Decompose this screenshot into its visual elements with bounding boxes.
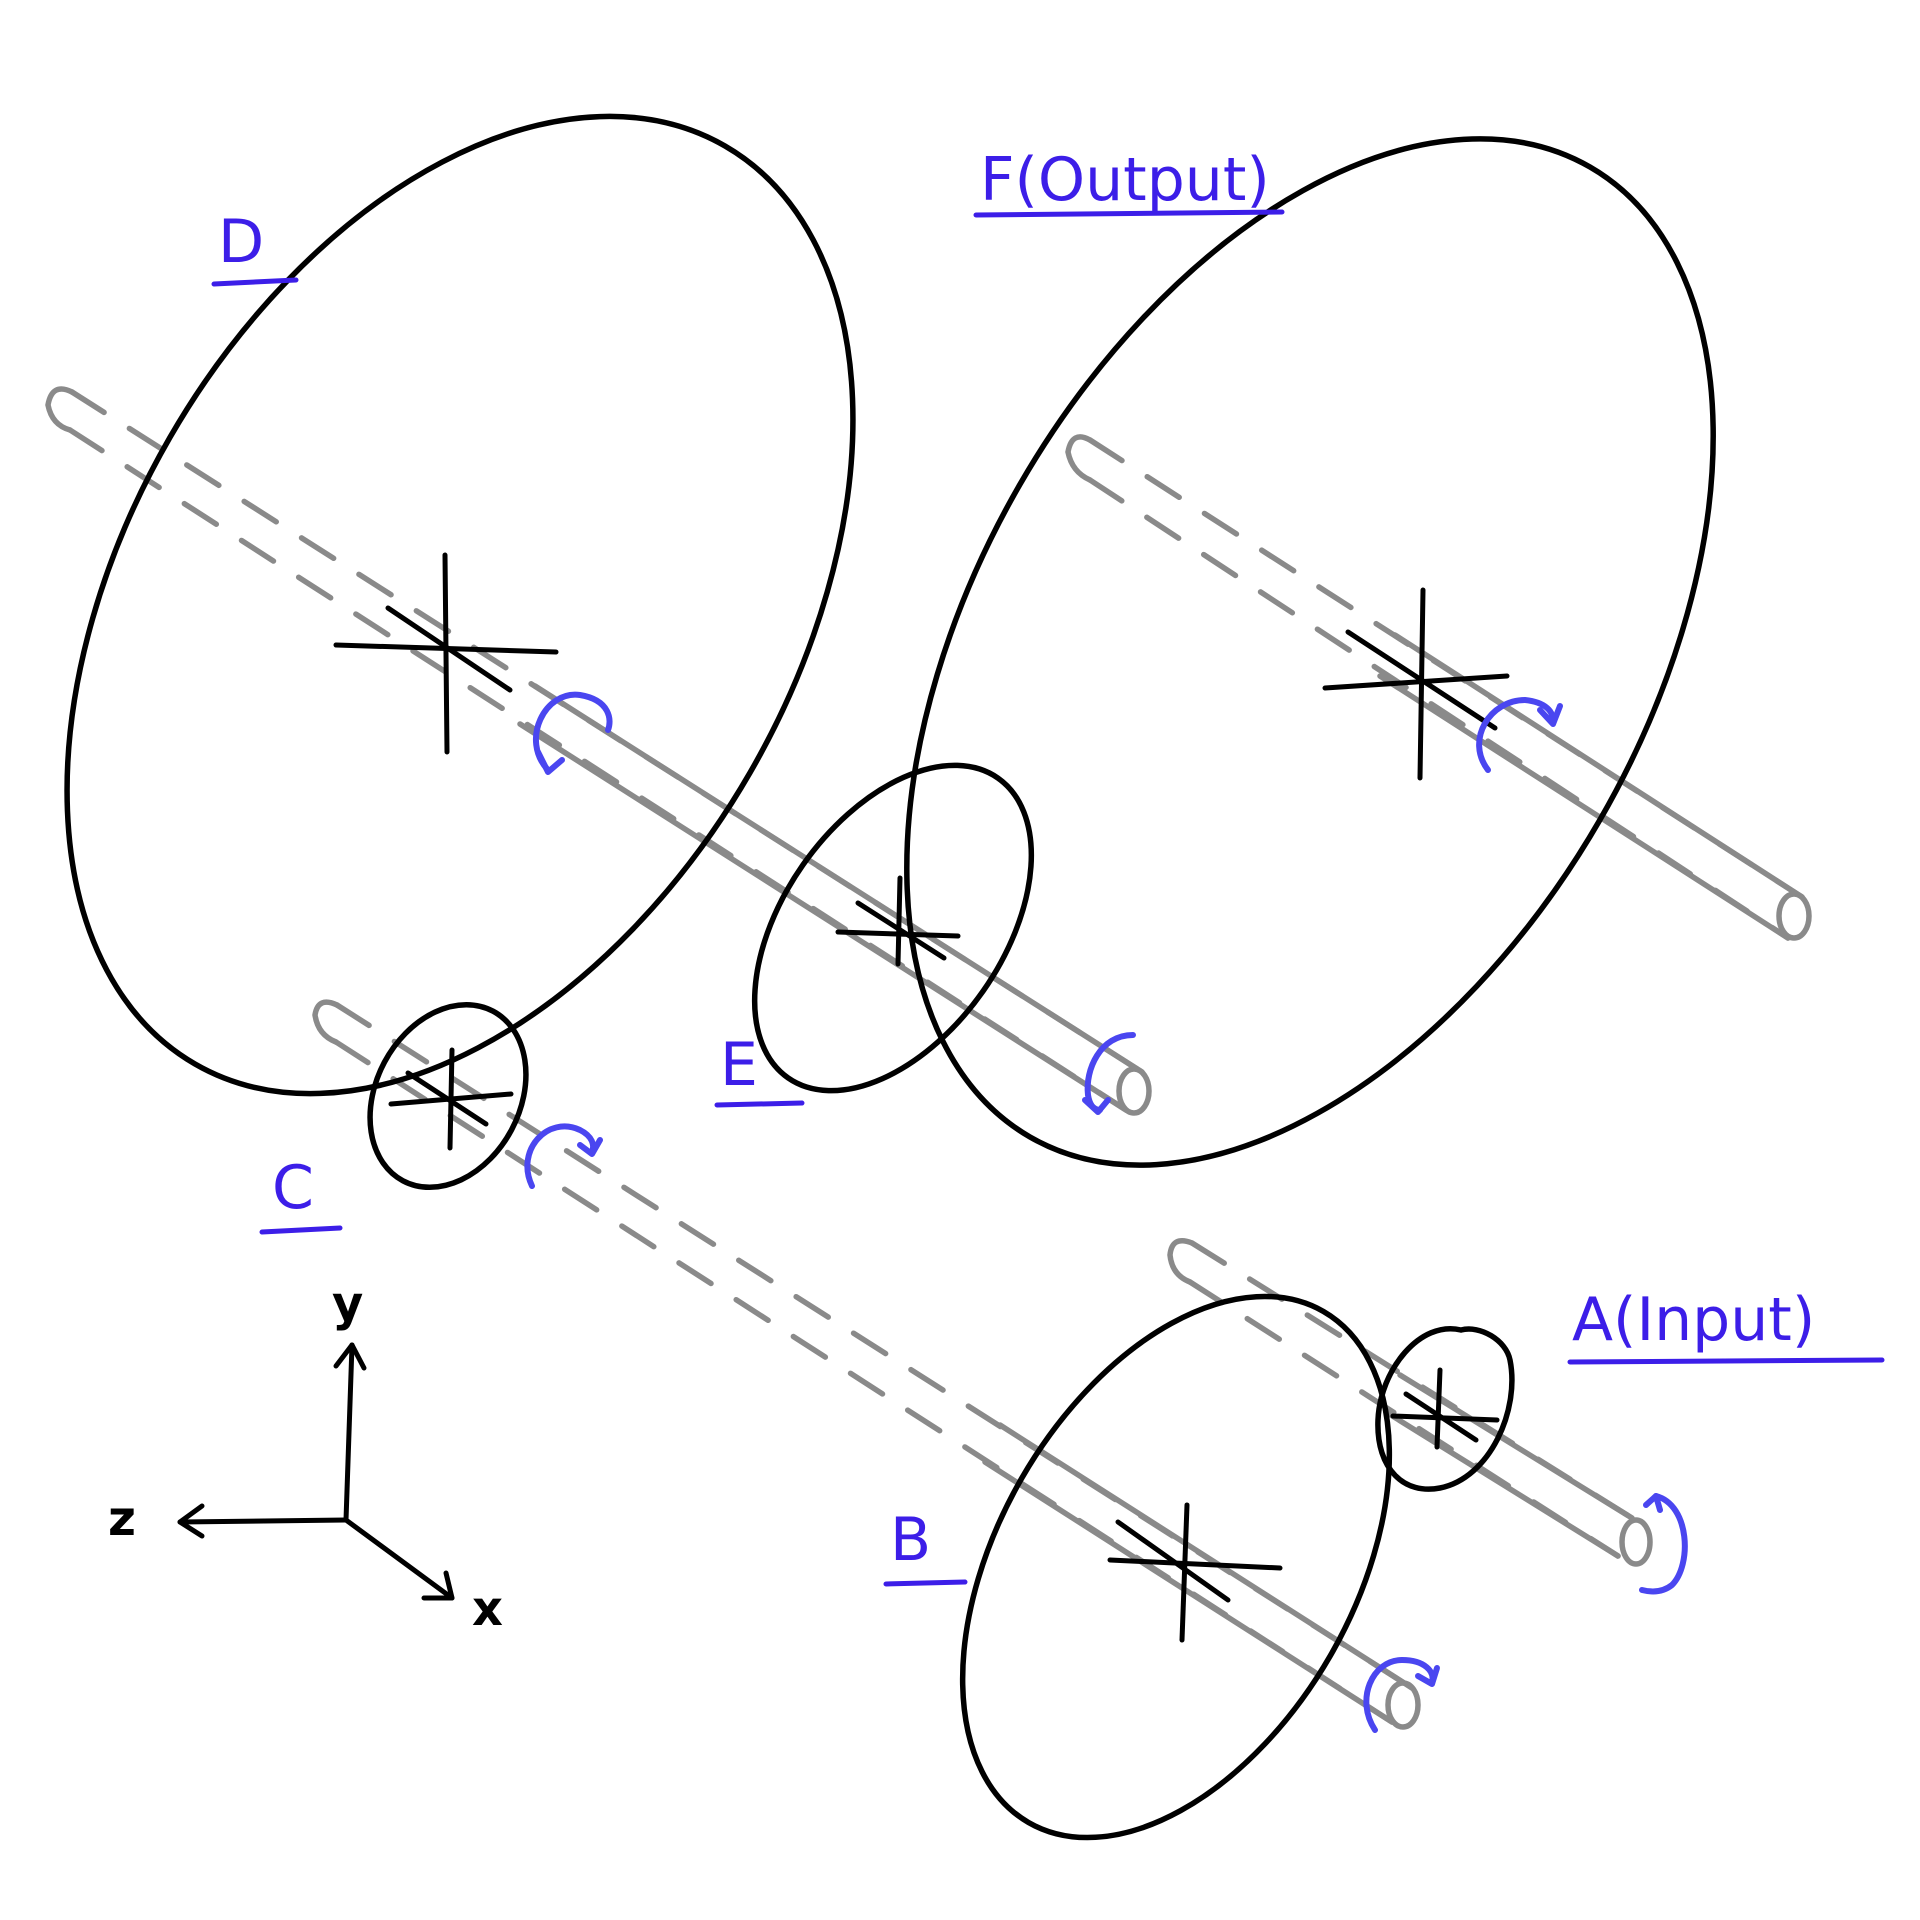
label-d: D [211, 207, 299, 287]
gear-f-label: F(Output) [980, 145, 1270, 215]
rotation-arrow-icon-b [1363, 1657, 1440, 1733]
gear-d [64, 113, 856, 1097]
gear-c-label: C [272, 1153, 314, 1223]
label-b: B [883, 1505, 968, 1587]
shaft-d-e [45, 386, 1152, 1116]
gear-f [904, 136, 1716, 1168]
rotation-arrow-icon-d [533, 691, 613, 775]
label-c: C [259, 1153, 343, 1235]
label-f-output: F(Output) [973, 145, 1285, 218]
z-axis-label: z [108, 1491, 136, 1547]
gear-b [959, 1293, 1393, 1841]
rotation-arrow-icon-c [524, 1123, 603, 1189]
gear-b-label: B [890, 1505, 931, 1575]
gear-a [1375, 1325, 1515, 1492]
label-e: E [714, 1030, 805, 1108]
rotation-arrow-icon-a [1639, 1493, 1688, 1595]
gear-a-label: A(Input) [1572, 1285, 1815, 1355]
rotation-arrow-icon-f [1476, 697, 1563, 773]
rotation-arrow-icon-e [1082, 1032, 1136, 1115]
shaft-f [1065, 434, 1812, 941]
x-axis-label: x [472, 1581, 503, 1637]
gear-e-label: E [720, 1030, 758, 1100]
gear-c [367, 1001, 529, 1191]
label-a-input: A(Input) [1567, 1285, 1885, 1365]
gear-d-label: D [218, 207, 264, 277]
y-axis-label: y [332, 1276, 363, 1332]
coordinate-axes: y z x [108, 1276, 503, 1637]
gear-e [751, 762, 1035, 1094]
